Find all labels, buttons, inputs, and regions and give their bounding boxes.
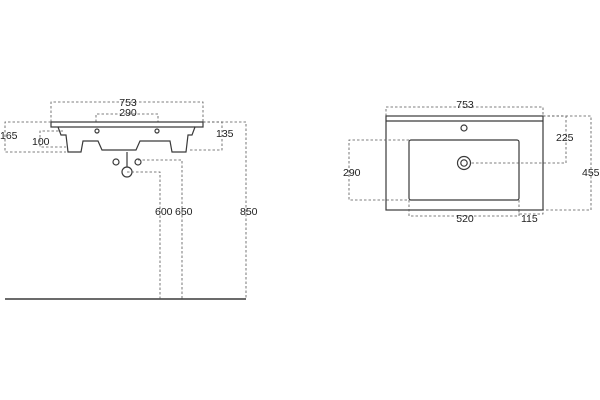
dim-line-top-width — [385, 106, 544, 116]
dim-line-side-600 — [127, 171, 161, 299]
dim-line-side-850 — [203, 121, 247, 299]
dim-line-side-left — [4, 121, 66, 153]
dim-line-top-115 — [518, 210, 544, 215]
waste-fitting-left-icon — [112, 158, 120, 166]
side-view: 753 290 165 100 135 600 650 850 — [0, 97, 258, 300]
dim-line-top-290 — [348, 139, 409, 201]
dim-line-side-width — [50, 101, 204, 122]
dim-side-650: 650 — [175, 206, 193, 218]
dim-line-top-455 — [543, 115, 592, 211]
dim-side-left: 165 — [0, 130, 18, 142]
dim-top-115: 115 — [521, 213, 538, 225]
tap-hole-right-icon — [154, 128, 160, 134]
dim-top-width: 753 — [456, 99, 474, 111]
tap-hole-left-icon — [94, 128, 100, 134]
dim-side-135: 135 — [216, 128, 234, 140]
waste-fitting-right-icon — [134, 158, 142, 166]
dim-side-850: 850 — [240, 206, 258, 218]
dim-side-100: 100 — [32, 136, 50, 148]
drain-inner-icon — [460, 159, 468, 167]
dim-line-side-650 — [138, 159, 183, 299]
dim-line-side-100 — [39, 130, 66, 148]
dim-side-holes: 290 — [119, 107, 137, 119]
tap-hole-icon — [460, 124, 468, 132]
basin-side-profile — [50, 121, 204, 153]
bowl-outline — [408, 139, 520, 201]
dim-side-width: 753 — [119, 97, 137, 109]
dim-top-290: 290 — [343, 167, 361, 179]
dim-top-225: 225 — [556, 132, 574, 144]
dim-top-455: 455 — [582, 167, 600, 179]
dim-top-520: 520 — [456, 213, 474, 225]
dim-side-600: 600 — [155, 206, 173, 218]
top-view: 753 290 520 115 225 455 — [343, 99, 600, 225]
